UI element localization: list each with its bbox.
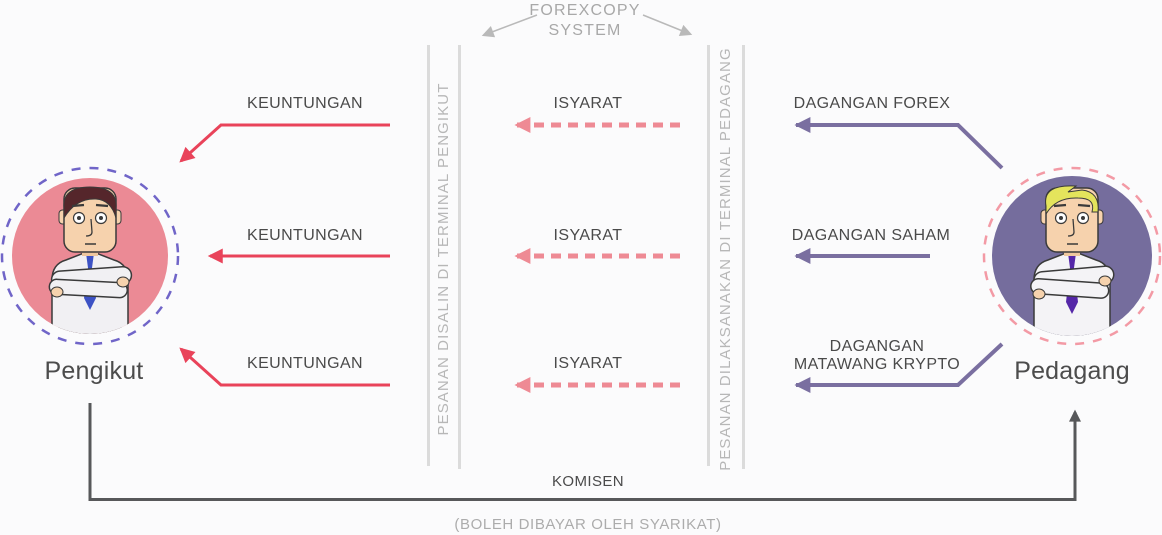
trade-arrow-krypto: [794, 342, 1004, 393]
commission-note: (BOLEH DIBAYAR OLEH SYARIKAT): [454, 516, 722, 533]
follower-avatar-ring: [0, 166, 180, 346]
trader-avatar: [982, 166, 1162, 346]
profit-label-2: KEUNTUNGAN: [246, 227, 364, 244]
diagram-title-line1: FOREXCOPY: [529, 2, 641, 19]
signal-label-2: ISYARAT: [553, 227, 623, 244]
signal-label-3: ISYARAT: [553, 355, 623, 372]
guide-arrow-right: [642, 14, 693, 36]
trader-terminal-label: PESANAN DILAKSANAKAN DI TERMINAL PEDAGAN…: [717, 47, 734, 471]
diagram-title-line2: SYSTEM: [548, 22, 622, 39]
trader-character: [1030, 185, 1115, 336]
profit-label-3: KEUNTUNGAN: [246, 355, 364, 372]
trader-avatar-ring: [982, 166, 1162, 346]
follower-avatar: [0, 166, 180, 346]
follower-name: Pengikut: [44, 357, 144, 385]
signal-label-1: ISYARAT: [553, 95, 623, 112]
profit-arrow-3: [179, 347, 390, 387]
guide-arrow-left: [481, 14, 538, 38]
trade-label-krypto: DAGANGAN MATAWANG KRYPTO: [793, 338, 961, 373]
commission-label: KOMISEN: [552, 473, 624, 490]
follower-terminal-label: PESANAN DISALIN DI TERMINAL PENGIKUT: [435, 82, 452, 436]
trade-label-forex: DAGANGAN FOREX: [793, 95, 951, 112]
diagram-title: FOREXCOPY SYSTEM: [529, 1, 640, 41]
profit-label-1: KEUNTUNGAN: [246, 95, 364, 112]
trader-name: Pedagang: [1014, 357, 1130, 385]
trade-label-saham: DAGANGAN SAHAM: [791, 227, 951, 244]
trade-arrow-forex: [794, 117, 1004, 170]
follower-character: [48, 186, 133, 334]
profit-arrow-1: [179, 123, 390, 163]
commission-arrow: [88, 403, 1081, 501]
